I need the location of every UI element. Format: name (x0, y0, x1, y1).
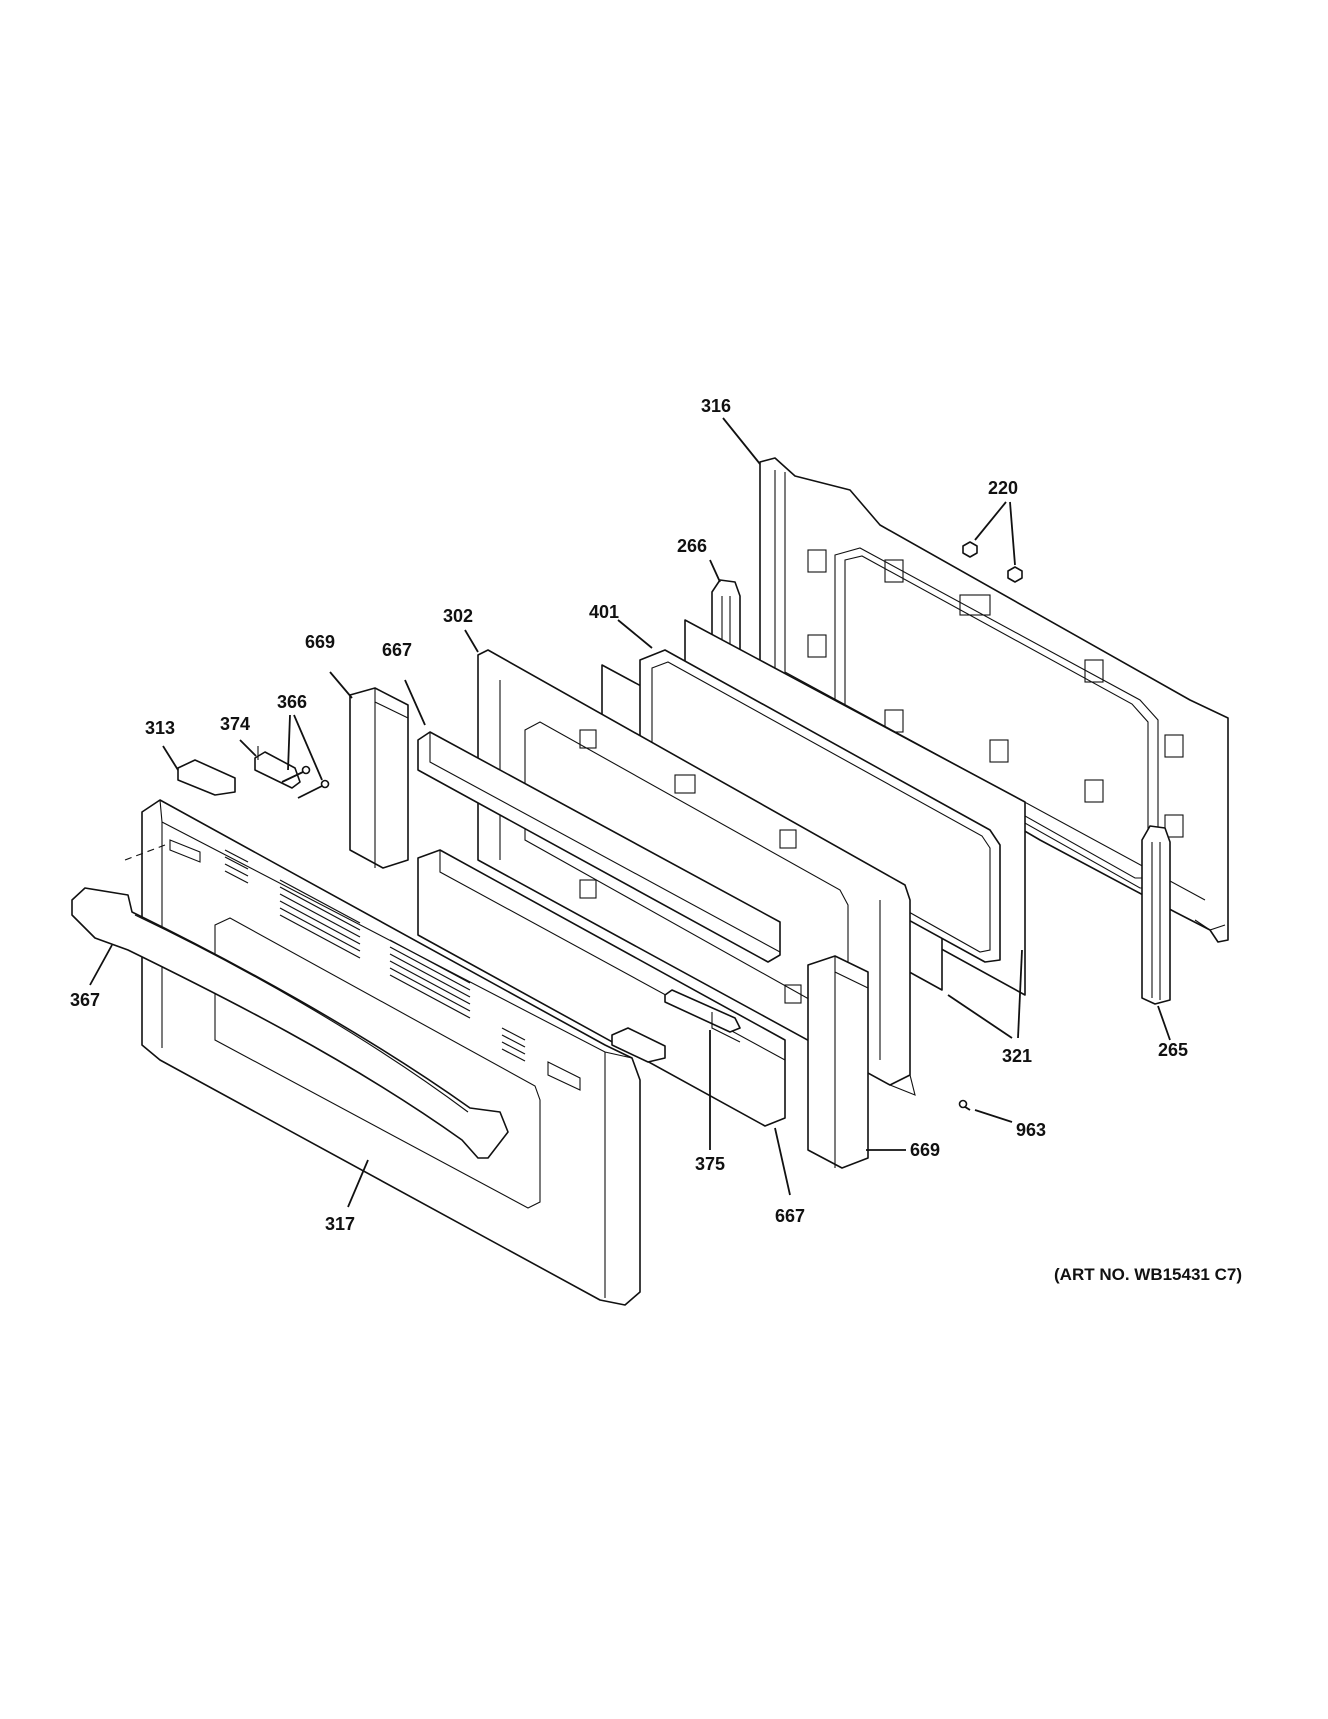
callout-316: 316 (701, 396, 731, 416)
callout-220: 220 (988, 478, 1018, 498)
part-374-bracket (254, 746, 301, 789)
leader-lines (89, 417, 1171, 1208)
callout-321: 321 (1002, 1046, 1032, 1066)
part-667-insulation-strip-top (417, 731, 781, 963)
vent-slots (224, 849, 526, 1062)
part-669-insulation-left (349, 687, 409, 869)
part-265-right-hinge (1141, 825, 1171, 1005)
part-220-grommets (962, 541, 1023, 583)
callout-366: 366 (277, 692, 307, 712)
part-669-insulation-right (807, 955, 869, 1169)
part-366-screws (281, 765, 330, 799)
callout-669-top: 669 (305, 632, 335, 652)
callout-667-bottom: 667 (775, 1206, 805, 1226)
art-number-label: (ART NO. WB15431 C7) (1054, 1265, 1242, 1284)
callout-375: 375 (695, 1154, 725, 1174)
part-313-trim (177, 759, 666, 1063)
part-302-inner-door-panel (477, 649, 916, 1096)
callout-963: 963 (1016, 1120, 1046, 1140)
callout-669-bottom: 669 (910, 1140, 940, 1160)
callout-374: 374 (220, 714, 250, 734)
part-317-outer-door (141, 799, 641, 1306)
callout-labels: 316 220 266 302 401 669 667 313 374 366 … (70, 396, 1188, 1234)
callout-313: 313 (145, 718, 175, 738)
part-367-handle (71, 844, 509, 1159)
part-963-screw (958, 1099, 971, 1111)
callout-667-top: 667 (382, 640, 412, 660)
callout-367: 367 (70, 990, 100, 1010)
callout-266: 266 (677, 536, 707, 556)
callout-302: 302 (443, 606, 473, 626)
callout-401: 401 (589, 602, 619, 622)
part-375-bracket (664, 989, 741, 1043)
callout-265: 265 (1158, 1040, 1188, 1060)
callout-317: 317 (325, 1214, 355, 1234)
